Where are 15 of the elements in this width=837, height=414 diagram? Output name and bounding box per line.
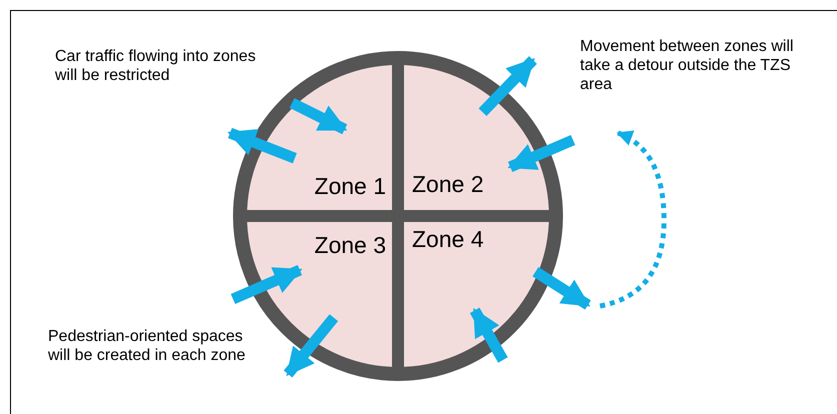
- arrow: [290, 98, 348, 134]
- arrow: [470, 308, 508, 363]
- note-text: Movement between zones will take a detour outside the TZS area: [580, 37, 794, 94]
- zone-label: Zone 4: [412, 226, 484, 253]
- arrow: [230, 265, 302, 304]
- note-text: Car traffic flowing into zones will be restricted: [55, 47, 257, 85]
- arrow: [478, 56, 537, 116]
- zone-label: Zone 3: [314, 232, 386, 259]
- zone-label: Zone 2: [412, 171, 484, 198]
- note-text: Pedestrian-oriented spaces will be created in each zone: [48, 327, 246, 365]
- arrow: [284, 314, 338, 378]
- zone-label: Zone 1: [314, 173, 386, 200]
- arrow: [227, 128, 297, 164]
- arrow: [532, 267, 591, 310]
- arrow: [508, 134, 576, 172]
